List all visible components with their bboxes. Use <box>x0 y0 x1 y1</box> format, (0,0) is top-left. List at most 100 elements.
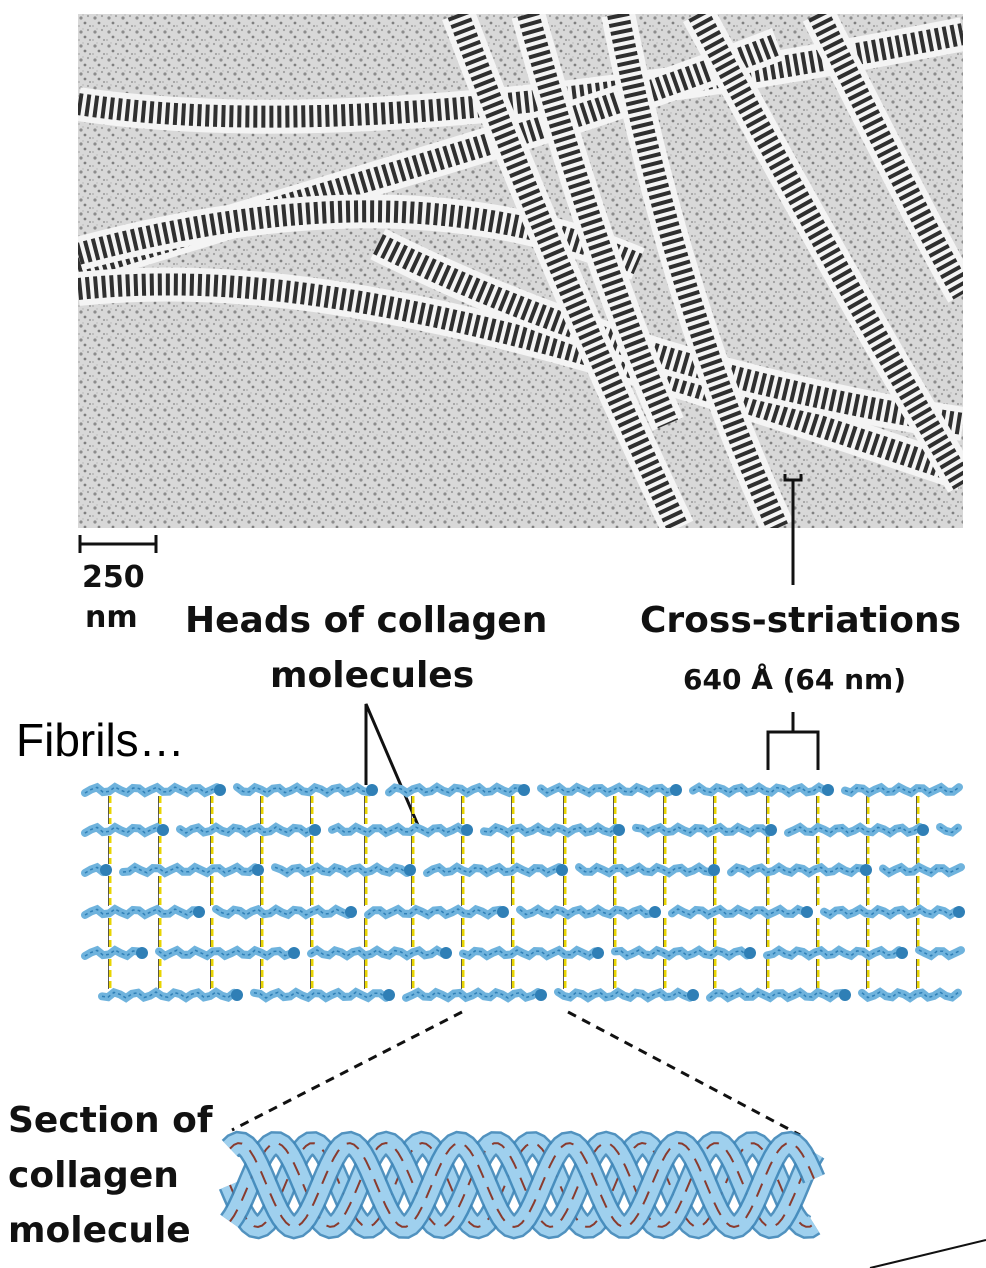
molecule-head <box>649 906 661 918</box>
collagen-molecule <box>668 904 808 920</box>
molecule-head <box>535 989 547 1001</box>
molecule-twist <box>540 786 674 794</box>
molecule-head <box>440 947 452 959</box>
molecule-head <box>288 947 300 959</box>
collagen-molecule <box>879 862 965 878</box>
fibril-core <box>808 14 963 300</box>
molecule-head <box>839 989 851 1001</box>
molecule-twist <box>84 786 218 794</box>
molecule-head <box>231 989 243 1001</box>
molecule-head <box>556 864 568 876</box>
spacing-bracket <box>766 712 820 770</box>
fibrils-label: Fibrils… <box>16 714 185 766</box>
section-label-line3: molecule <box>8 1210 191 1251</box>
molecule-twist <box>367 908 501 916</box>
fibril-halo <box>78 17 963 134</box>
molecule-twist <box>388 786 522 794</box>
molecule-head <box>708 864 720 876</box>
collagen-molecule <box>155 945 295 961</box>
molecule-head <box>744 947 756 959</box>
section-label-line1: Section of <box>8 1100 213 1141</box>
molecule-twist <box>158 949 292 957</box>
molecule-twist <box>823 908 957 916</box>
molecule-twist <box>787 826 921 834</box>
molecule-rows <box>81 782 965 1003</box>
molecule-head <box>214 784 226 796</box>
molecule-twist <box>692 786 826 794</box>
molecule-twist <box>84 826 164 834</box>
molecule-head <box>687 989 699 1001</box>
collagen-molecule <box>706 987 846 1003</box>
collagen-molecule <box>385 782 525 798</box>
zoom-lines <box>231 1010 801 1137</box>
molecule-head <box>497 906 509 918</box>
collagen-molecule <box>820 904 960 920</box>
molecule-head <box>193 906 205 918</box>
molecule-twist <box>179 826 313 834</box>
corner-line <box>869 1239 986 1268</box>
molecule-twist <box>730 866 864 874</box>
molecule-twist <box>331 826 465 834</box>
molecule-head <box>670 784 682 796</box>
molecule-twist <box>635 826 769 834</box>
molecule-head <box>860 864 872 876</box>
molecule-twist <box>918 949 962 957</box>
molecule-twist <box>861 991 959 999</box>
collagen-molecule <box>364 904 504 920</box>
fibril-halo <box>78 194 645 280</box>
molecule-twist <box>844 786 960 794</box>
molecule-twist <box>253 991 387 999</box>
cross-striation-pointer <box>783 474 803 585</box>
molecule-twist <box>671 908 805 916</box>
molecule-head <box>383 989 395 1001</box>
molecule-head <box>765 824 777 836</box>
molecule-twist <box>310 949 444 957</box>
cross-striations-title: Cross-striations <box>640 600 962 641</box>
molecule-head <box>917 824 929 836</box>
molecule-head <box>252 864 264 876</box>
molecule-twist <box>101 991 235 999</box>
molecule-twist <box>519 908 653 916</box>
collagen-molecule <box>727 862 867 878</box>
molecule-twist <box>274 866 408 874</box>
molecule-twist <box>766 949 900 957</box>
molecule-head <box>822 784 834 796</box>
scale-bar-value: 250 <box>82 560 145 595</box>
collagen-molecule <box>516 904 656 920</box>
section-label-line2: collagen <box>8 1155 179 1196</box>
molecule-twist <box>578 866 712 874</box>
molecule-twist <box>483 826 617 834</box>
fibril-core <box>447 14 688 528</box>
fibril-core <box>607 14 788 528</box>
molecule-twist <box>405 991 539 999</box>
molecule-head <box>136 947 148 959</box>
molecule-twist <box>709 991 843 999</box>
molecule-head <box>592 947 604 959</box>
molecule-head <box>345 906 357 918</box>
molecule-head <box>100 864 112 876</box>
heads-label-line2: molecules <box>270 655 475 696</box>
molecule-twist <box>84 908 200 916</box>
molecule-head <box>404 864 416 876</box>
collagen-molecule <box>328 822 468 838</box>
molecule-head <box>801 906 813 918</box>
cross-striations-measure: 640 Å (64 nm) <box>683 663 907 696</box>
collagen-molecule <box>81 862 107 877</box>
fibril-core <box>517 14 679 429</box>
molecule-twist <box>462 949 596 957</box>
collagen-molecule <box>575 862 715 878</box>
molecule-twist <box>236 786 370 794</box>
molecule-twist <box>122 866 256 874</box>
helix-inner-chain <box>229 1141 815 1228</box>
molecule-head <box>366 784 378 796</box>
molecule-twist <box>614 949 748 957</box>
molecule-twist <box>426 866 560 874</box>
helix-inner-chain <box>229 1142 815 1229</box>
molecule-twist <box>215 908 349 916</box>
collagen-molecule <box>936 823 962 837</box>
molecule-head <box>518 784 530 796</box>
fibril-core <box>78 33 783 280</box>
collagen-molecule <box>537 782 677 798</box>
fibril-core <box>688 14 963 490</box>
